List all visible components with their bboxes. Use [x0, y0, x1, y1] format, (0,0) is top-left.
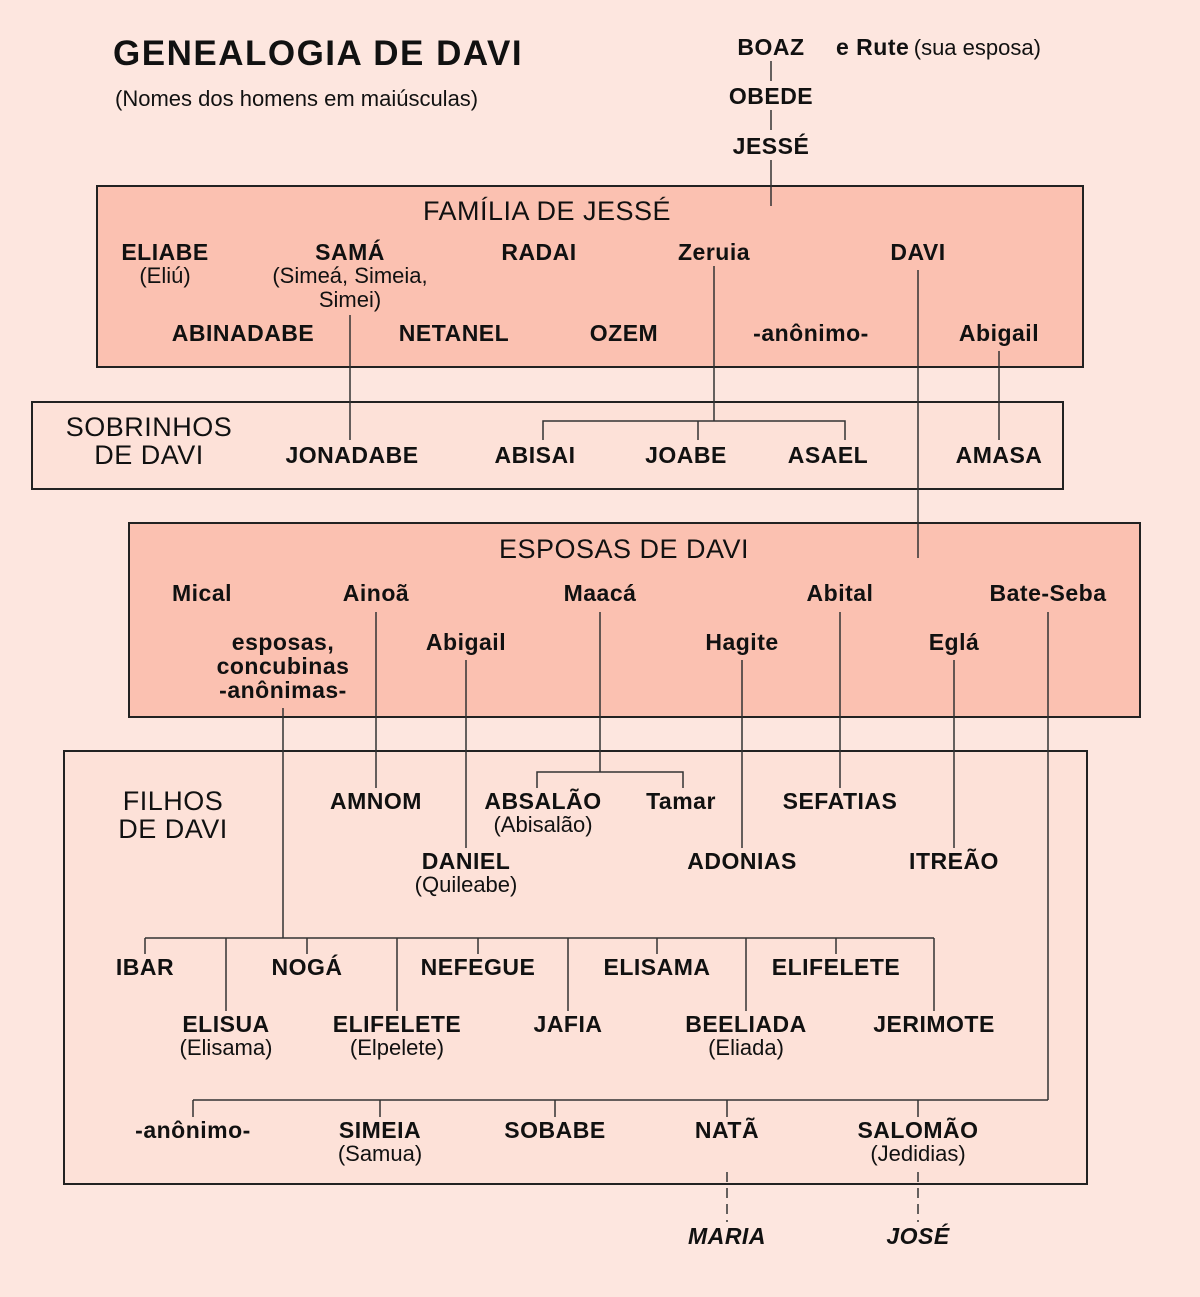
name-abital: Abital: [806, 580, 874, 606]
name-elifelete-2-alt: (Elpelete): [349, 1035, 445, 1060]
name-sobabe: SOBABE: [504, 1117, 606, 1143]
name-elisua: ELISUA: [182, 1011, 270, 1037]
name-elifelete-2: ELIFELETE: [332, 1011, 462, 1037]
name-boaz: BOAZ: [737, 34, 805, 60]
name-nefegue: NEFEGUE: [420, 954, 536, 980]
sons-heading-line2: DE DAVI: [118, 814, 228, 844]
name-sama-alt2: Simei): [318, 287, 382, 312]
nephews-heading-line1: SOBRINHOS: [65, 412, 233, 442]
jesse-family-heading: FAMÍLIA DE JESSÉ: [422, 196, 672, 226]
name-simeia: SIMEIA: [338, 1117, 422, 1143]
name-joabe: JOABE: [645, 442, 727, 468]
name-other-wives-line2: concubinas: [216, 653, 350, 679]
nephews-heading-line2: DE DAVI: [94, 440, 204, 470]
jesse-family-box: [96, 185, 1084, 368]
name-jesse: JESSÉ: [732, 133, 810, 159]
name-rute-note: (sua esposa): [913, 35, 1041, 60]
name-anonimo-jesse: -anônimo-: [753, 320, 869, 346]
name-radai: RADAI: [501, 239, 577, 265]
page-subtitle: (Nomes dos homens em maiúsculas): [115, 86, 479, 111]
name-jose: JOSÉ: [886, 1223, 950, 1249]
name-hagite: Hagite: [705, 629, 779, 655]
name-jerimote: JERIMOTE: [873, 1011, 995, 1037]
name-rute-label: e Rute: [836, 34, 910, 60]
name-ainoa: Ainoã: [342, 580, 410, 606]
name-beeliada: BEELIADA: [685, 1011, 807, 1037]
name-absalao-alt: (Abisalão): [493, 812, 593, 837]
name-maaca: Maacá: [563, 580, 637, 606]
name-abigail-sister: Abigail: [958, 320, 1040, 346]
name-eliabe-alt: (Eliú): [139, 263, 191, 288]
name-anonimo-son: -anônimo-: [135, 1117, 251, 1143]
nephews-box: [31, 401, 1064, 490]
name-absalao: ABSALÃO: [484, 788, 602, 814]
name-davi: DAVI: [890, 239, 946, 265]
name-itreao: ITREÃO: [909, 848, 999, 874]
name-salomao: SALOMÃO: [857, 1117, 979, 1143]
name-eliabe: ELIABE: [121, 239, 209, 265]
name-adonias: ADONIAS: [687, 848, 797, 874]
name-nata: NATÃ: [694, 1117, 760, 1143]
name-obede: OBEDE: [728, 83, 814, 109]
name-tamar: Tamar: [646, 788, 716, 814]
name-daniel-alt: (Quileabe): [414, 872, 518, 897]
name-ibar: IBAR: [115, 954, 175, 980]
name-sama: SAMÁ: [315, 239, 385, 265]
name-other-wives-line1: esposas,: [231, 629, 335, 655]
name-netanel: NETANEL: [398, 320, 510, 346]
name-ozem: OZEM: [589, 320, 659, 346]
name-simeia-alt: (Samua): [337, 1141, 423, 1166]
name-abinadabe: ABINADABE: [171, 320, 315, 346]
name-daniel: DANIEL: [421, 848, 511, 874]
name-zeruia: Zeruia: [677, 239, 751, 265]
sons-box: [63, 750, 1088, 1185]
name-noga: NOGÁ: [271, 954, 343, 980]
name-rute: e Rute (sua esposa): [836, 35, 1041, 63]
name-amnom: AMNOM: [330, 788, 422, 814]
name-abisai: ABISAI: [494, 442, 576, 468]
name-elisua-alt: (Elisama): [179, 1035, 273, 1060]
name-jonadabe: JONADABE: [285, 442, 419, 468]
name-sama-alt1: (Simeá, Simeia,: [272, 263, 428, 288]
name-asael: ASAEL: [787, 442, 869, 468]
name-other-wives-line3: -anônimas-: [219, 677, 347, 703]
name-jafia: JAFIA: [533, 1011, 603, 1037]
name-sefatias: SEFATIAS: [782, 788, 898, 814]
name-amasa: AMASA: [955, 442, 1043, 468]
wives-heading: ESPOSAS DE DAVI: [498, 534, 750, 564]
name-bateseba: Bate-Seba: [989, 580, 1107, 606]
name-egla: Eglá: [928, 629, 980, 655]
name-mical: Mical: [171, 580, 233, 606]
name-salomao-alt: (Jedidias): [870, 1141, 966, 1166]
name-maria: MARIA: [688, 1223, 766, 1249]
name-beeliada-alt: (Eliada): [708, 1035, 784, 1060]
sons-heading-line1: FILHOS: [122, 786, 224, 816]
page-title: GENEALOGIA DE DAVI: [113, 34, 524, 73]
wives-box: [128, 522, 1141, 718]
name-elifelete: ELIFELETE: [771, 954, 901, 980]
name-abigail-wife: Abigail: [425, 629, 507, 655]
name-elisama: ELISAMA: [603, 954, 711, 980]
